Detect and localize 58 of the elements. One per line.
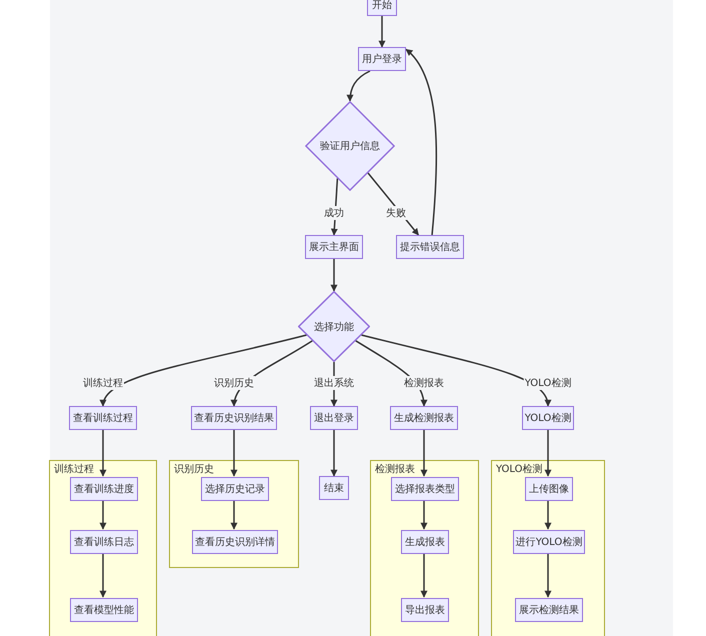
process-box: 上传图像 xyxy=(525,477,573,501)
group-box xyxy=(491,460,605,636)
edge-label: 成功 xyxy=(323,206,345,220)
process-box: 开始 xyxy=(367,0,397,16)
group-box xyxy=(370,460,479,636)
edge-label: 检测报表 xyxy=(403,376,445,390)
group-title: YOLO检测 xyxy=(496,462,543,476)
edge-label: 失败 xyxy=(385,206,407,220)
arrow xyxy=(100,500,106,530)
group-title: 检测报表 xyxy=(375,462,415,476)
arrow xyxy=(230,430,238,477)
group-box xyxy=(49,460,157,636)
arrow xyxy=(330,178,338,236)
process-box: 查看历史识别结果 xyxy=(191,406,277,430)
arrow xyxy=(100,553,106,598)
process-box: 退出登录 xyxy=(310,406,358,430)
arrow xyxy=(330,259,338,292)
process-box: 查看模型性能 xyxy=(70,598,138,622)
arrow xyxy=(330,430,338,477)
process-box: 结束 xyxy=(319,476,349,500)
edge-label: YOLO检测 xyxy=(524,376,572,390)
arrow xyxy=(346,70,370,102)
decision-diamond: 选择功能 xyxy=(298,291,370,362)
edge-label: 识别历史 xyxy=(213,376,255,390)
process-box: 用户登录 xyxy=(358,47,406,71)
arrow xyxy=(100,430,106,477)
process-box: 导出报表 xyxy=(401,598,449,622)
arrow xyxy=(367,172,420,236)
process-box: 展示主界面 xyxy=(305,235,363,259)
process-box: YOLO检测 xyxy=(522,406,574,430)
process-box: 展示检测结果 xyxy=(515,598,583,622)
process-box: 提示错误信息 xyxy=(396,235,464,259)
arrow xyxy=(230,500,238,530)
process-box: 选择报表类型 xyxy=(391,477,459,501)
arrow xyxy=(420,430,428,477)
decision-diamond: 验证用户信息 xyxy=(305,101,395,191)
arrow xyxy=(420,500,428,530)
arrow xyxy=(405,48,438,236)
group-title: 训练过程 xyxy=(54,462,94,476)
process-box: 查看训练进度 xyxy=(70,477,138,501)
process-box: 查看历史识别详情 xyxy=(192,530,278,554)
arrow xyxy=(361,334,550,407)
edge-label: 训练过程 xyxy=(82,376,124,390)
process-box: 查看训练日志 xyxy=(70,530,138,554)
arrow xyxy=(544,553,552,598)
edge-label: 退出系统 xyxy=(313,376,355,390)
arrow xyxy=(420,553,428,598)
arrow xyxy=(544,500,552,530)
process-box: 进行YOLO检测 xyxy=(513,530,585,554)
process-box: 选择历史记录 xyxy=(201,477,269,501)
process-box: 查看训练过程 xyxy=(69,406,137,430)
group-title: 识别历史 xyxy=(174,462,214,476)
group-box xyxy=(169,460,299,568)
arrow xyxy=(378,16,386,48)
process-box: 生成报表 xyxy=(401,530,449,554)
process-box: 生成检测报表 xyxy=(390,406,458,430)
arrow xyxy=(101,334,307,407)
arrow xyxy=(544,430,552,477)
